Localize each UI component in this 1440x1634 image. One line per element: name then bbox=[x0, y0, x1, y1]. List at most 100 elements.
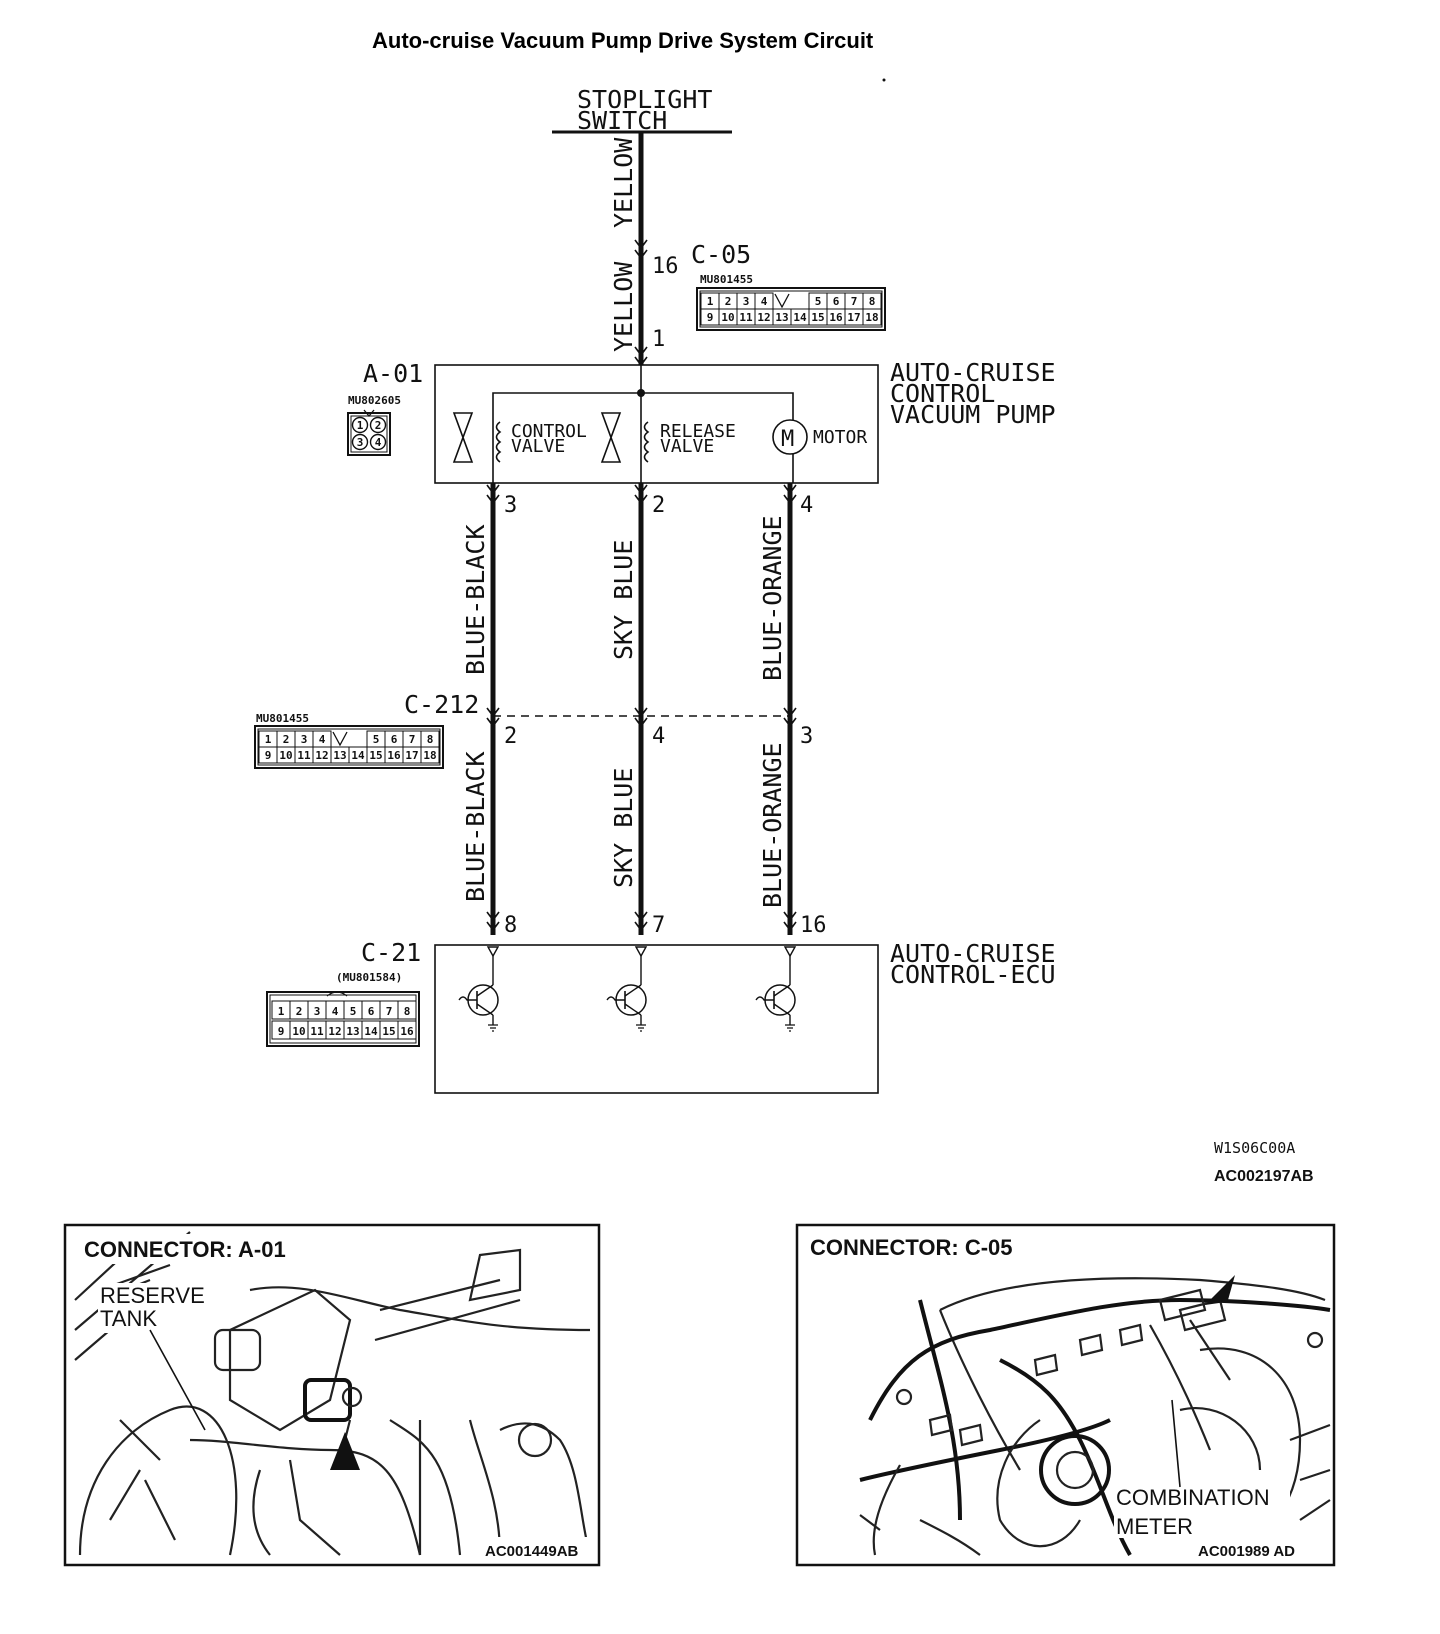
connector-pin-number: 15 bbox=[369, 749, 382, 762]
connector-c05-part: MU801455 bbox=[700, 273, 753, 286]
dashboard-sketch bbox=[859, 1275, 1331, 1556]
ecu-box bbox=[434, 944, 879, 1094]
connector-mark bbox=[634, 717, 648, 728]
engine-bay-sketch bbox=[74, 1231, 592, 1556]
connector-pin-number: 5 bbox=[373, 733, 380, 746]
wire-label-right-upper: BLUE-ORANGE bbox=[758, 515, 787, 681]
connector-pin-number: 15 bbox=[811, 311, 824, 324]
connector-mark bbox=[634, 239, 648, 250]
photo-right-label-2: METER bbox=[1116, 1514, 1193, 1539]
connector-pin-cell bbox=[351, 416, 369, 434]
connector-pin-number: 14 bbox=[351, 749, 365, 762]
ground-icon bbox=[785, 1024, 795, 1032]
connector-pin-number: 4 bbox=[375, 436, 382, 449]
connector-pin-number: 11 bbox=[310, 1025, 324, 1038]
connector-pin-number: 3 bbox=[743, 295, 750, 308]
connector-mark bbox=[783, 484, 797, 495]
pin-label-c212-right: 3 bbox=[800, 724, 813, 749]
connector-pin-number: 17 bbox=[847, 311, 860, 324]
connector-pin-number: 2 bbox=[725, 295, 732, 308]
wire-label-left-lower: BLUE-BLACK bbox=[461, 751, 490, 902]
photo-right-title: CONNECTOR: C-05 bbox=[810, 1235, 1013, 1260]
connector-pin-number: 7 bbox=[851, 295, 858, 308]
connector-mark bbox=[634, 346, 648, 357]
wire-mid: SKY BLUE SKY BLUE bbox=[609, 483, 644, 935]
motor-symbol: M bbox=[781, 427, 794, 452]
connector-pin-number: 1 bbox=[278, 1005, 285, 1018]
connector-mark bbox=[634, 911, 648, 922]
connector-pin-number: 13 bbox=[333, 749, 346, 762]
pin-label-pump-mid: 2 bbox=[652, 493, 665, 518]
junction-dot bbox=[637, 389, 645, 397]
connector-pin-number: 14 bbox=[793, 311, 807, 324]
connector-mark bbox=[486, 494, 500, 505]
connector-outline bbox=[266, 991, 420, 1047]
connector-a01-name: A-01 bbox=[363, 359, 423, 388]
motor-icon bbox=[772, 419, 808, 455]
connector-pin-number: 5 bbox=[815, 295, 822, 308]
leader-line bbox=[149, 1329, 206, 1431]
control-valve: CONTROL VALVE bbox=[452, 412, 587, 463]
wire-label-yellow-lower: YELLOW bbox=[609, 261, 638, 352]
ecu-label-1: AUTO-CRUISE bbox=[890, 939, 1056, 968]
page-title: Auto-cruise Vacuum Pump Drive System Cir… bbox=[372, 28, 874, 53]
connector-pin-number: 3 bbox=[314, 1005, 321, 1018]
release-valve-coil-icon bbox=[643, 421, 650, 463]
connector-pin-number: 1 bbox=[357, 419, 364, 432]
motor-label: MOTOR bbox=[813, 427, 867, 448]
vacuum-pump-box bbox=[434, 364, 879, 484]
ecu-label-2: CONTROL-ECU bbox=[890, 960, 1056, 989]
connector-mark bbox=[634, 249, 648, 260]
photo-left-code: AC001449AB bbox=[485, 1543, 579, 1560]
leader-line bbox=[1171, 1399, 1181, 1488]
connector-mark bbox=[783, 911, 797, 922]
release-valve-symbol-icon bbox=[600, 412, 622, 463]
connector-mark bbox=[486, 484, 500, 495]
connector-pin-number: 7 bbox=[409, 733, 416, 746]
pin-label-c05: 16 bbox=[652, 254, 679, 279]
pin-label-ecu-right: 16 bbox=[800, 913, 827, 938]
wire-label-right-lower: BLUE-ORANGE bbox=[758, 742, 787, 908]
photo-connector-c05: CONNECTOR: C-05 COMBINATION METER AC0019… bbox=[795, 1223, 1336, 1567]
connector-pin-number: 3 bbox=[357, 436, 364, 449]
pin-label-c212-left: 2 bbox=[504, 724, 517, 749]
connector-pin-number: 9 bbox=[707, 311, 714, 324]
pin-label-pump-left: 3 bbox=[504, 493, 517, 518]
connector-pin-number: 11 bbox=[297, 749, 311, 762]
vacuum-pump-label: AUTO-CRUISE CONTROL VACUUM PUMP bbox=[890, 358, 1056, 429]
connector-pin-number: 13 bbox=[775, 311, 788, 324]
connector-pin-cell bbox=[397, 1000, 417, 1020]
connector-pin-number: 16 bbox=[387, 749, 401, 762]
connector-pin-cell bbox=[351, 433, 369, 451]
connector-pin-number: 13 bbox=[346, 1025, 359, 1038]
connector-pin-number: 17 bbox=[405, 749, 418, 762]
wire-label-mid-lower: SKY BLUE bbox=[609, 768, 638, 888]
connector-pin-number: 12 bbox=[757, 311, 770, 324]
pin-label-ecu-left: 8 bbox=[504, 913, 517, 938]
ecu-label: AUTO-CRUISE CONTROL-ECU bbox=[890, 939, 1056, 989]
connector-a01-face bbox=[347, 412, 391, 456]
connector-pin-number: 2 bbox=[375, 419, 382, 432]
connector-mark bbox=[783, 717, 797, 728]
stoplight-switch: STOPLIGHT SWITCH bbox=[552, 85, 732, 135]
vacuum-pump-label-1: AUTO-CRUISE bbox=[890, 358, 1056, 387]
connector-pin-number: 8 bbox=[869, 295, 876, 308]
connector-pin-number: 18 bbox=[423, 749, 436, 762]
stoplight-switch-label-1: STOPLIGHT bbox=[577, 85, 712, 114]
connector-pin-number: 2 bbox=[296, 1005, 303, 1018]
ecu-input-marker-icon bbox=[486, 946, 500, 958]
connector-outline bbox=[254, 725, 444, 769]
connector-pin-cell bbox=[420, 746, 440, 764]
ecu-transistors bbox=[458, 946, 797, 1032]
connector-c21-name: C-21 bbox=[361, 938, 421, 967]
ecu-input-marker-icon bbox=[634, 946, 648, 958]
connector-pin-number: 1 bbox=[265, 733, 272, 746]
photo-right-code: AC001989 AD bbox=[1198, 1543, 1295, 1560]
wire-label-left-upper: BLUE-BLACK bbox=[461, 524, 490, 675]
